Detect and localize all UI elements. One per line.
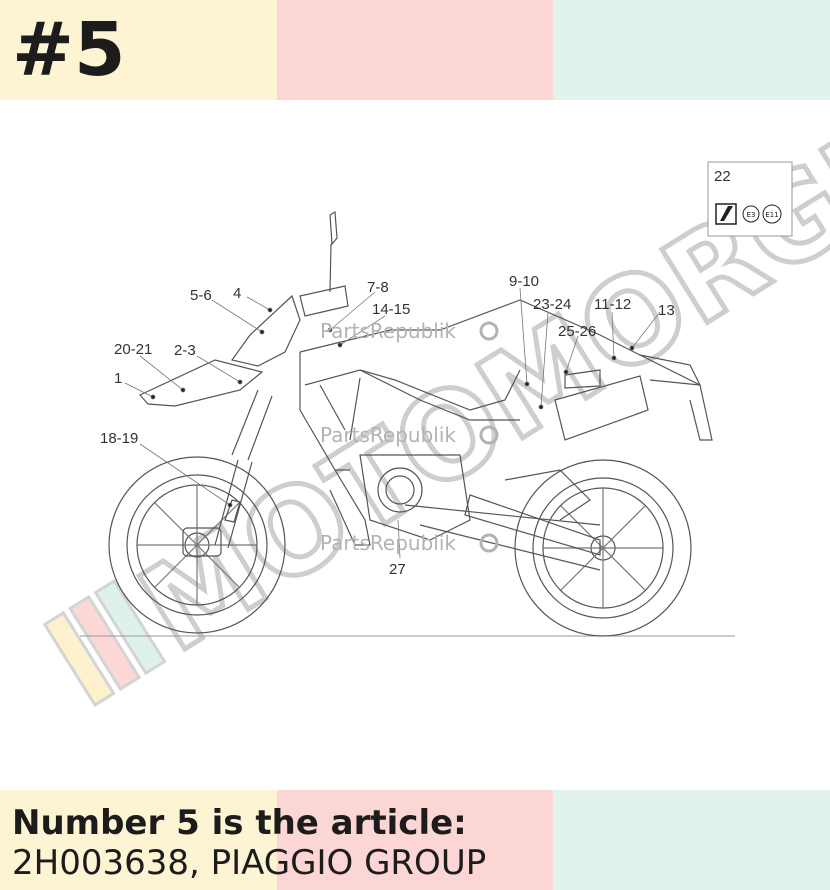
header-band-mint	[553, 0, 830, 100]
callout-25-26: 25-26	[558, 323, 596, 340]
callout-27: 27	[389, 561, 406, 578]
motorcycle-drawing	[108, 210, 713, 637]
parts-diagram: MOTOMORGIN	[42, 100, 830, 708]
callout-5-6: 5-6	[190, 287, 212, 304]
manual-icon-mark	[720, 206, 733, 221]
callout-labels: 5-6 4 7-8 14-15 9-10 23-24 11-12 13 25-2…	[100, 273, 675, 578]
e11-mark: E11	[765, 211, 778, 219]
callout-23-24: 23-24	[533, 296, 571, 313]
header-band-pink	[277, 0, 553, 100]
callout-9-10: 9-10	[509, 273, 539, 290]
watermark-top: PartsRepublik	[320, 319, 456, 343]
article-caption-heading: Number 5 is the article:	[12, 803, 467, 843]
callout-11-12: 11-12	[594, 296, 631, 313]
manual-icon	[715, 203, 737, 225]
watermark-bottom: PartsRepublik	[320, 531, 456, 555]
partsrepublik-watermarks: PartsRepublik PartsRepublik PartsRepubli…	[320, 319, 499, 555]
footer-band-pink	[277, 790, 553, 890]
callout-13: 13	[658, 302, 675, 319]
callout-22: 22	[714, 168, 731, 185]
e3-mark: E3	[747, 211, 756, 219]
article-caption-code: 2H003638, PIAGGIO GROUP	[12, 843, 487, 883]
callout-1: 1	[114, 370, 122, 387]
callout-4: 4	[233, 285, 241, 302]
item-22-inset: 22 E3 E11	[707, 161, 793, 237]
watermark-middle: PartsRepublik	[320, 423, 456, 447]
number-badge: #5	[12, 7, 126, 93]
callout-7-8: 7-8	[367, 279, 389, 296]
callout-18-19: 18-19	[100, 430, 138, 447]
callout-14-15: 14-15	[372, 301, 410, 318]
callout-20-21: 20-21	[114, 341, 152, 358]
leader-lines	[124, 287, 661, 559]
callout-2-3: 2-3	[174, 342, 196, 359]
header-band-yellow	[0, 0, 277, 100]
footer-band-yellow	[0, 790, 277, 890]
footer-band-mint	[553, 790, 830, 890]
